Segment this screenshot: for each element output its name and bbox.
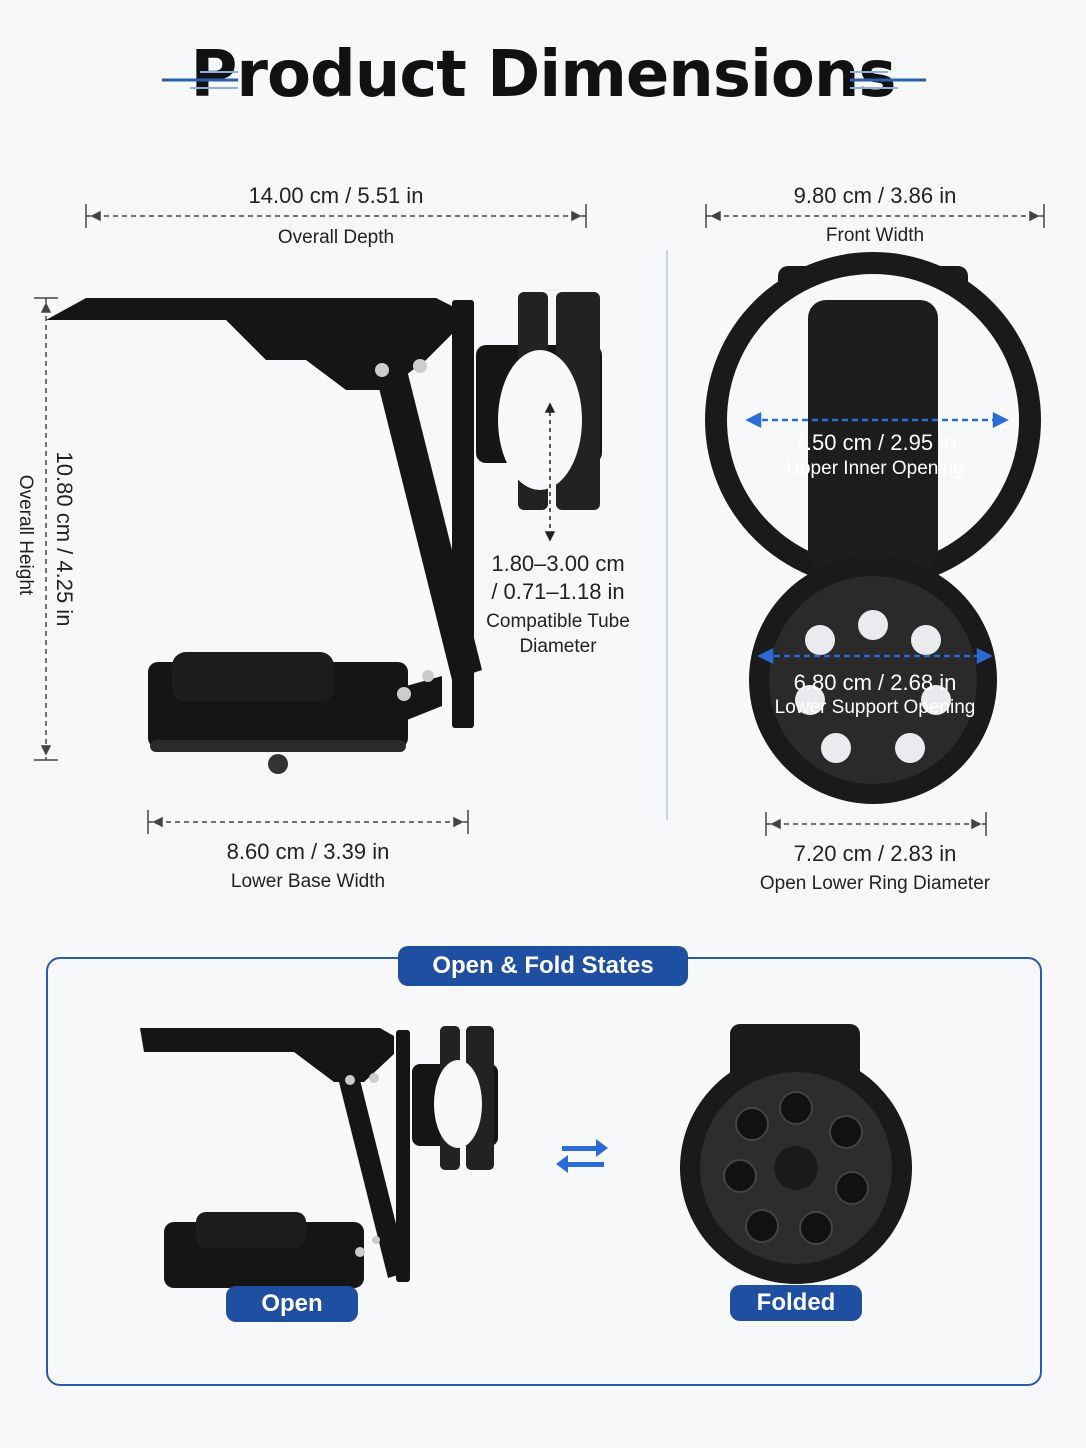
states-panel [46, 957, 1042, 1386]
lower-opening-label: Lower Support Opening [774, 697, 976, 718]
side-view-holder [46, 292, 602, 774]
folded-state-holder [680, 1024, 912, 1284]
overall-height-label: Overall Height [15, 474, 36, 596]
title-deco-right [850, 71, 926, 89]
overall-depth-label: Overall Depth [277, 227, 395, 248]
overall-depth-value: 14.00 cm / 5.51 in [248, 183, 424, 208]
side-view-screws [375, 359, 434, 701]
height-dimension-line [34, 297, 58, 761]
tube-diameter-value-2: / 0.71–1.18 in [491, 579, 625, 604]
front-width-label: Front Width [825, 225, 925, 246]
lower-base-label: Lower Base Width [230, 871, 386, 892]
open-label: Open [226, 1286, 358, 1322]
open-state-screws [345, 1073, 380, 1257]
lower-ring-value: 7.20 cm / 2.83 in [793, 841, 957, 866]
lower-ring-label: Open Lower Ring Diameter [759, 873, 991, 894]
upper-opening-arrow [745, 411, 1009, 429]
front-width-value: 9.80 cm / 3.86 in [793, 183, 957, 208]
lower-base-value: 8.60 cm / 3.39 in [226, 839, 390, 864]
tube-diameter-marker [544, 402, 556, 542]
upper-opening-label: Upper Inner Opening [786, 458, 964, 479]
lower-opening-arrow [757, 647, 993, 665]
page-title: Product Dimensions [190, 38, 897, 112]
upper-opening-value: 7.50 cm / 2.95 in [793, 430, 957, 455]
lower-opening-value: 6.80 cm / 2.68 in [793, 670, 957, 695]
title-deco-left [162, 71, 238, 89]
tube-diameter-label-1: Compatible Tube [486, 611, 630, 632]
front-width-dimension-line [705, 204, 1045, 228]
open-state-holder [140, 1026, 498, 1301]
front-view-holder [705, 252, 1041, 804]
overall-height-value: 10.80 cm / 4.25 in [52, 451, 77, 627]
ring-dimension-line [765, 812, 987, 836]
tube-diameter-value-1: 1.80–3.00 cm [491, 551, 625, 576]
base-dimension-line [147, 810, 469, 834]
tube-diameter-label-2: Diameter [519, 636, 597, 657]
depth-dimension-line [85, 204, 587, 228]
states-heading: Open & Fold States [398, 946, 688, 986]
folded-label: Folded [730, 1285, 862, 1321]
swap-arrows-icon [556, 1139, 608, 1173]
